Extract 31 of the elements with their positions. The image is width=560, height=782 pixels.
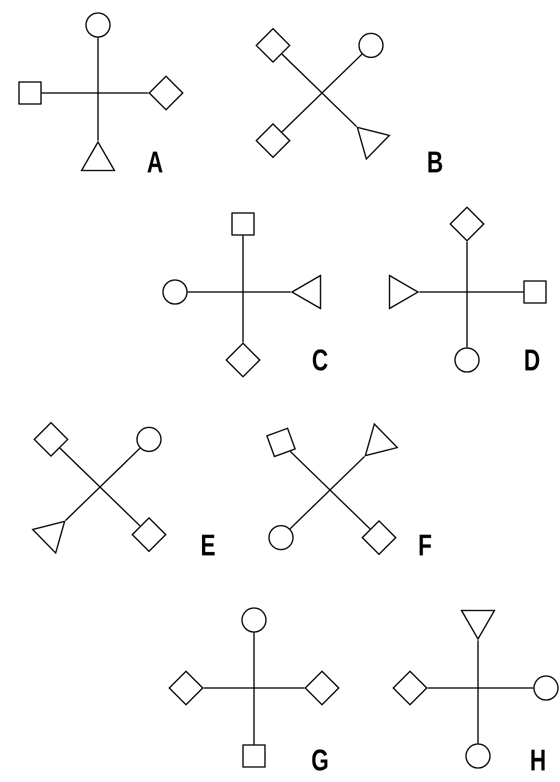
- figure-letter: G: [312, 749, 328, 771]
- arm-line: [42, 92, 148, 94]
- square-symbol: [523, 280, 547, 304]
- figure-letter: B: [428, 152, 442, 172]
- arm-line: [97, 38, 99, 141]
- figure-letter: H: [531, 750, 545, 770]
- figure-letter: D: [525, 350, 540, 370]
- circle-symbol: [241, 607, 267, 633]
- square-symbol: [242, 744, 266, 768]
- figure-letter: A: [147, 152, 163, 172]
- circle-symbol: [85, 12, 111, 38]
- circle-symbol: [136, 426, 162, 452]
- circle-symbol: [465, 743, 491, 769]
- circle-symbol: [358, 32, 384, 58]
- arm-line: [242, 236, 244, 342]
- figure-letter: C: [312, 349, 328, 371]
- square-symbol: [18, 81, 42, 105]
- figure-letter: E: [202, 534, 215, 556]
- circle-symbol: [533, 675, 559, 701]
- circle-symbol: [454, 347, 480, 373]
- figure-letter: F: [420, 534, 432, 556]
- arm-line: [466, 242, 468, 348]
- arm-line: [428, 687, 534, 689]
- arm-line: [204, 687, 304, 689]
- arm-line: [477, 640, 479, 744]
- arm-line: [253, 632, 255, 744]
- circle-symbol: [268, 524, 294, 550]
- square-symbol: [231, 212, 255, 236]
- circle-symbol: [162, 279, 188, 305]
- arm-line: [419, 291, 524, 293]
- arm-line: [188, 291, 291, 293]
